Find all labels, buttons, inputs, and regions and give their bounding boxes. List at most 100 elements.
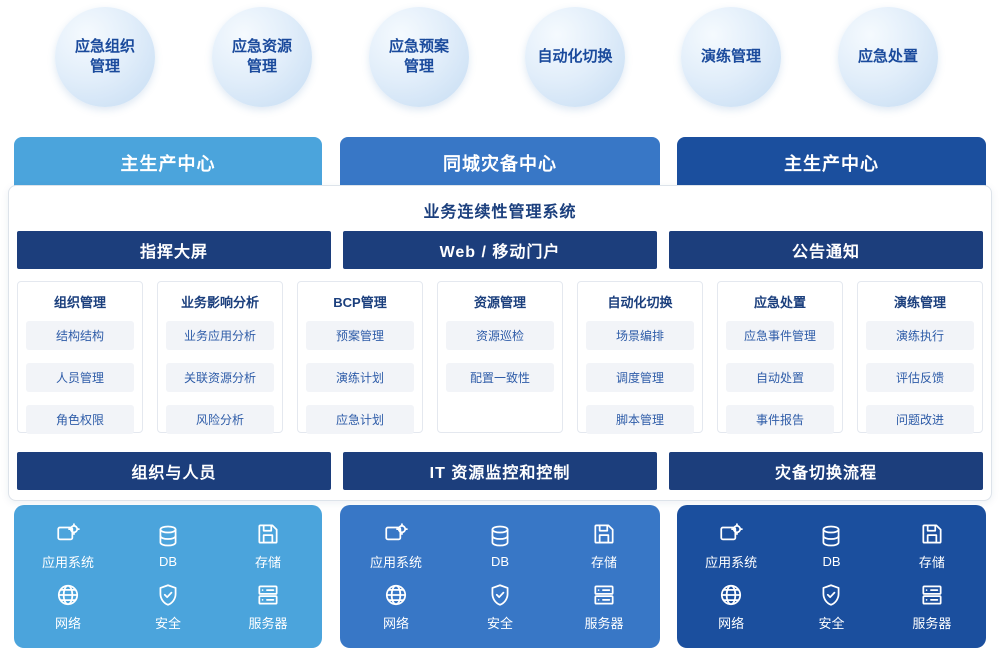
infra-item: 安全 bbox=[118, 577, 218, 639]
module-item: 演练计划 bbox=[306, 363, 414, 392]
security-icon bbox=[487, 582, 513, 608]
security-icon bbox=[818, 582, 844, 608]
infra-item-label: DB bbox=[158, 553, 178, 569]
bubble-emergency-org: 应急组织 管理 bbox=[55, 7, 155, 107]
process-bars-row: 组织与人员 IT 资源监控和控制 灾备切换流程 bbox=[9, 452, 991, 490]
module-item: 场景编排 bbox=[586, 321, 694, 350]
infra-box-same-city-dr: 应用系统 DB 存储 网络 安全 服务器 bbox=[340, 505, 660, 648]
card-business-impact-analysis: 业务影响分析 业务应用分析 关联资源分析 风险分析 bbox=[157, 281, 283, 434]
card-auto-switch: 自动化切换 场景编排 调度管理 脚本管理 bbox=[577, 281, 703, 434]
center-primary-left: 主生产中心 bbox=[14, 137, 322, 191]
portal-bars-row: 指挥大屏 Web / 移动门户 公告通知 bbox=[9, 231, 991, 269]
infra-item: 网络 bbox=[18, 577, 118, 639]
infra-item: 存储 bbox=[218, 515, 318, 577]
infra-item-label: 网络 bbox=[718, 616, 745, 632]
module-cards-row: 组织管理 结构结构 人员管理 角色权限 业务影响分析 业务应用分析 关联资源分析… bbox=[9, 269, 991, 443]
server-icon bbox=[591, 582, 617, 608]
network-icon bbox=[55, 582, 81, 608]
system-title: 业务连续性管理系统 bbox=[423, 204, 577, 221]
storage-icon bbox=[591, 521, 617, 547]
database-icon bbox=[487, 523, 513, 549]
bar-dr-switch-process: 灾备切换流程 bbox=[669, 452, 983, 490]
infra-item-label: 存储 bbox=[254, 554, 281, 570]
server-icon bbox=[255, 582, 281, 608]
card-title: 应急处置 bbox=[753, 295, 806, 310]
module-item: 问题改进 bbox=[866, 405, 974, 434]
module-item: 风险分析 bbox=[166, 405, 274, 434]
infra-item: 应用系统 bbox=[344, 515, 448, 577]
card-bcp-management: BCP管理 预案管理 演练计划 应急计划 bbox=[297, 281, 423, 434]
infra-item-label: 网络 bbox=[54, 616, 81, 632]
infra-item: 服务器 bbox=[882, 577, 982, 639]
module-item: 事件报告 bbox=[726, 405, 834, 434]
card-title: BCP管理 bbox=[333, 295, 387, 310]
module-item: 应急事件管理 bbox=[726, 321, 834, 350]
infra-item: DB bbox=[448, 515, 552, 577]
server-icon bbox=[919, 582, 945, 608]
infra-item: 网络 bbox=[344, 577, 448, 639]
app-system-icon bbox=[55, 521, 81, 547]
card-drill-management: 演练管理 演练执行 评估反馈 问题改进 bbox=[857, 281, 983, 434]
module-item: 结构结构 bbox=[26, 321, 134, 350]
module-item: 评估反馈 bbox=[866, 363, 974, 392]
storage-icon bbox=[919, 521, 945, 547]
card-resource-management: 资源管理 资源巡检 配置一致性 bbox=[437, 281, 563, 433]
bar-command-screen: 指挥大屏 bbox=[17, 231, 331, 269]
infra-item-label: 存储 bbox=[590, 554, 617, 570]
infra-item: DB bbox=[118, 515, 218, 577]
infra-box-primary-left: 应用系统 DB 存储 网络 安全 服务器 bbox=[14, 505, 322, 648]
security-icon bbox=[155, 582, 181, 608]
network-icon bbox=[718, 582, 744, 608]
module-item: 调度管理 bbox=[586, 363, 694, 392]
module-item: 应急计划 bbox=[306, 405, 414, 434]
infra-item: 存储 bbox=[552, 515, 656, 577]
bar-announcement: 公告通知 bbox=[669, 231, 983, 269]
infra-item-label: DB bbox=[490, 553, 510, 569]
card-org-management: 组织管理 结构结构 人员管理 角色权限 bbox=[17, 281, 143, 434]
bubble-emergency-resource: 应急资源 管理 bbox=[212, 7, 312, 107]
infra-item-label: 存储 bbox=[918, 554, 945, 570]
app-system-icon bbox=[718, 521, 744, 547]
infra-box-primary-right: 应用系统 DB 存储 网络 安全 服务器 bbox=[677, 505, 986, 648]
card-title: 资源管理 bbox=[473, 295, 526, 310]
infra-item: 存储 bbox=[882, 515, 982, 577]
module-item: 关联资源分析 bbox=[166, 363, 274, 392]
card-emergency-handling: 应急处置 应急事件管理 自动处置 事件报告 bbox=[717, 281, 843, 434]
infra-item-label: 网络 bbox=[382, 616, 409, 632]
infra-item-label: 安全 bbox=[818, 616, 845, 632]
infra-item: DB bbox=[781, 515, 881, 577]
network-icon bbox=[383, 582, 409, 608]
module-item: 自动处置 bbox=[726, 363, 834, 392]
module-item: 业务应用分析 bbox=[166, 321, 274, 350]
database-icon bbox=[818, 523, 844, 549]
module-item: 配置一致性 bbox=[446, 363, 554, 392]
module-item: 资源巡检 bbox=[446, 321, 554, 350]
infra-item: 安全 bbox=[448, 577, 552, 639]
bcm-system-box: 业务连续性管理系统 指挥大屏 Web / 移动门户 公告通知 组织管理 结构结构… bbox=[8, 185, 992, 501]
infra-item: 应用系统 bbox=[681, 515, 781, 577]
infra-item: 服务器 bbox=[218, 577, 318, 639]
infra-item: 网络 bbox=[681, 577, 781, 639]
infra-item-label: 应用系统 bbox=[705, 554, 758, 570]
module-item: 演练执行 bbox=[866, 321, 974, 350]
bar-it-monitor-control: IT 资源监控和控制 bbox=[343, 452, 657, 490]
card-title: 演练管理 bbox=[893, 295, 946, 310]
bubble-emergency-plan: 应急预案 管理 bbox=[369, 7, 469, 107]
card-title: 自动化切换 bbox=[607, 295, 673, 310]
infra-item-label: 应用系统 bbox=[369, 554, 422, 570]
bubble-auto-switch: 自动化切换 bbox=[525, 7, 625, 107]
module-item: 预案管理 bbox=[306, 321, 414, 350]
storage-icon bbox=[255, 521, 281, 547]
infra-item-label: 安全 bbox=[486, 616, 513, 632]
card-title: 组织管理 bbox=[53, 295, 106, 310]
infra-item-label: 服务器 bbox=[912, 616, 952, 632]
database-icon bbox=[155, 523, 181, 549]
infra-item-label: 服务器 bbox=[584, 616, 624, 632]
infra-item-label: 安全 bbox=[154, 616, 181, 632]
module-item: 人员管理 bbox=[26, 363, 134, 392]
infra-item: 应用系统 bbox=[18, 515, 118, 577]
infra-item: 服务器 bbox=[552, 577, 656, 639]
infra-item-label: 服务器 bbox=[248, 616, 288, 632]
infra-item-label: 应用系统 bbox=[41, 554, 94, 570]
bubble-drill-mgmt: 演练管理 bbox=[681, 7, 781, 107]
